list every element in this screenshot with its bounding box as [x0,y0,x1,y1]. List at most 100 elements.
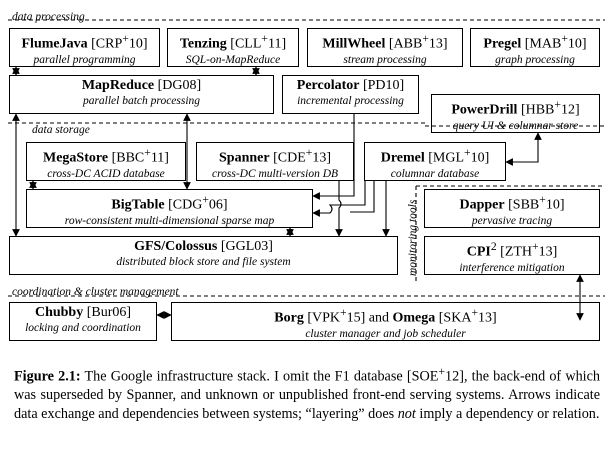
omega-cite-end: 13] [478,310,497,326]
spanner-desc: cross-DC multi-version DB [211,167,339,180]
cpi2-name: CPI [466,244,491,260]
box-borg-omega: Borg [VPK+15] and Omega [SKA+13] cluster… [171,302,600,341]
mapreduce-name: MapReduce [81,78,155,93]
borg-desc: cluster manager and job scheduler [305,327,466,340]
powerdrill-cite-end: 12] [560,102,580,118]
dapper-cite: [SBB [508,197,540,213]
flumejava-cite-end: 10] [128,36,148,52]
flumejava-cite: [CRP [91,36,123,52]
pregel-cite-end: 10] [567,36,587,52]
dremel-desc: columnar database [390,167,480,180]
dapper-name: Dapper [459,197,505,213]
pregel-name: Pregel [483,36,522,52]
bigtable-desc: row-consistent multi-dimensional sparse … [64,214,275,227]
spanner-cite: [CDE [273,150,306,166]
arrow-dremel-bigtable [312,181,366,217]
omega-cite-sup: + [471,306,479,319]
bigtable-cite-end: 06] [208,197,228,213]
spanner-cite-sup: + [305,146,313,159]
box-chubby: Chubby [Bur06] locking and coordination [9,302,157,341]
chubby-desc: locking and coordination [25,322,141,334]
megastore-name: MegaStore [43,150,109,166]
cpi2-name-sup: 2 [490,240,497,253]
borg-cite-sup: + [340,306,347,319]
borg-cite: [VPK [307,310,341,326]
box-tenzing: Tenzing [CLL+11] SQL-on-MapReduce [167,28,299,67]
millwheel-cite-sup: + [422,32,429,45]
separator-storage [8,122,605,127]
caption-text-3: imply a dependency or relation. [415,405,600,422]
box-cpi2: CPI2 [ZTH+13] interference mitigation [424,236,600,275]
infrastructure-diagram: data processing data storage coordinatio… [8,11,605,341]
box-dremel: Dremel [MGL+10] columnar database [364,142,506,181]
arrow-spanner-gfs [335,181,343,237]
powerdrill-cite-sup: + [554,98,561,111]
mapreduce-cite: [DG08] [157,78,202,93]
caption-label: Figure 2.1: [14,368,81,385]
megastore-cite-end: 11] [150,150,169,166]
powerdrill-desc: query UI & columnar store [452,119,579,132]
dapper-desc: pervasive tracing [471,214,553,227]
cpi2-cite-sup: + [532,240,539,253]
megastore-cite: [BBC [111,150,145,166]
tenzing-desc: SQL-on-MapReduce [185,53,281,66]
powerdrill-cite: [HBB [520,102,555,118]
megastore-desc: cross-DC ACID database [47,167,165,180]
box-dapper: Dapper [SBB+10] pervasive tracing [424,189,600,228]
arrow-percolator-bigtable [312,114,355,200]
box-bigtable: BigTable [CDG+06] row-consistent multi-d… [26,189,313,228]
bigtable-cite: [CDG [168,197,203,213]
tenzing-cite: [CLL [230,36,262,52]
box-powerdrill: PowerDrill [HBB+12] query UI & columnar … [431,94,600,133]
spanner-cite-end: 13] [312,150,331,166]
box-pregel: Pregel [MAB+10] graph processing [470,28,600,67]
box-mapreduce: MapReduce [DG08] parallel batch processi… [9,75,274,114]
cpi2-cite-end: 13] [538,244,558,260]
arrow-dremel-powerdrill [505,132,542,166]
dremel-name: Dremel [380,150,425,166]
gfs-cite: [GGL03] [220,239,273,254]
chubby-name: Chubby [34,305,84,320]
chubby-cite: [Bur06] [86,305,132,320]
spanner-name: Spanner [219,150,270,166]
caption-sup: + [438,364,446,378]
megastore-cite-sup: + [144,146,151,159]
dapper-cite-end: 10] [545,197,565,213]
box-spanner: Spanner [CDE+13] cross-DC multi-version … [196,142,354,181]
box-megastore: MegaStore [BBC+11] cross-DC ACID databas… [26,142,186,181]
borg-cite-end: 15] and [346,310,389,326]
flumejava-desc: parallel programming [33,53,136,66]
cpi2-desc: interference mitigation [459,261,565,274]
cpi2-cite: [ZTH [500,244,533,260]
box-percolator: Percolator [PD10] incremental processing [282,75,419,114]
gfs-desc: distributed block store and file system [116,256,291,268]
dremel-cite: [MGL [428,150,465,166]
tenzing-name: Tenzing [179,36,227,52]
percolator-name: Percolator [296,78,360,93]
dremel-cite-end: 10] [470,150,490,166]
millwheel-name: MillWheel [322,36,386,52]
omega-cite: [SKA [438,310,472,326]
percolator-cite: [PD10] [362,78,405,93]
mapreduce-desc: parallel batch processing [82,95,201,107]
caption-emphasis: not [397,405,416,422]
bigtable-cite-sup: + [202,193,209,206]
percolator-desc: incremental processing [297,95,404,107]
diagram-connectors [8,19,605,321]
pregel-cite: [MAB [524,36,562,52]
figure-caption: Figure 2.1: The Google infrastructure st… [14,362,600,423]
pregel-desc: graph processing [495,53,575,66]
flumejava-name: FlumeJava [21,36,88,52]
tenzing-cite-sup: + [261,32,268,45]
borg-name: Borg [274,310,304,326]
section-label-data-storage: data storage [30,124,92,136]
pregel-cite-sup: + [561,32,568,45]
millwheel-cite: [ABB [388,36,423,52]
powerdrill-name: PowerDrill [451,102,518,118]
dapper-cite-sup: + [539,193,546,206]
flumejava-cite-sup: + [122,32,129,45]
box-gfs-colossus: GFS/Colossus [GGL03] distributed block s… [9,236,398,275]
dremel-cite-sup: + [464,146,471,159]
box-millwheel: MillWheel [ABB+13] stream processing [307,28,463,67]
bigtable-name: BigTable [111,197,165,213]
